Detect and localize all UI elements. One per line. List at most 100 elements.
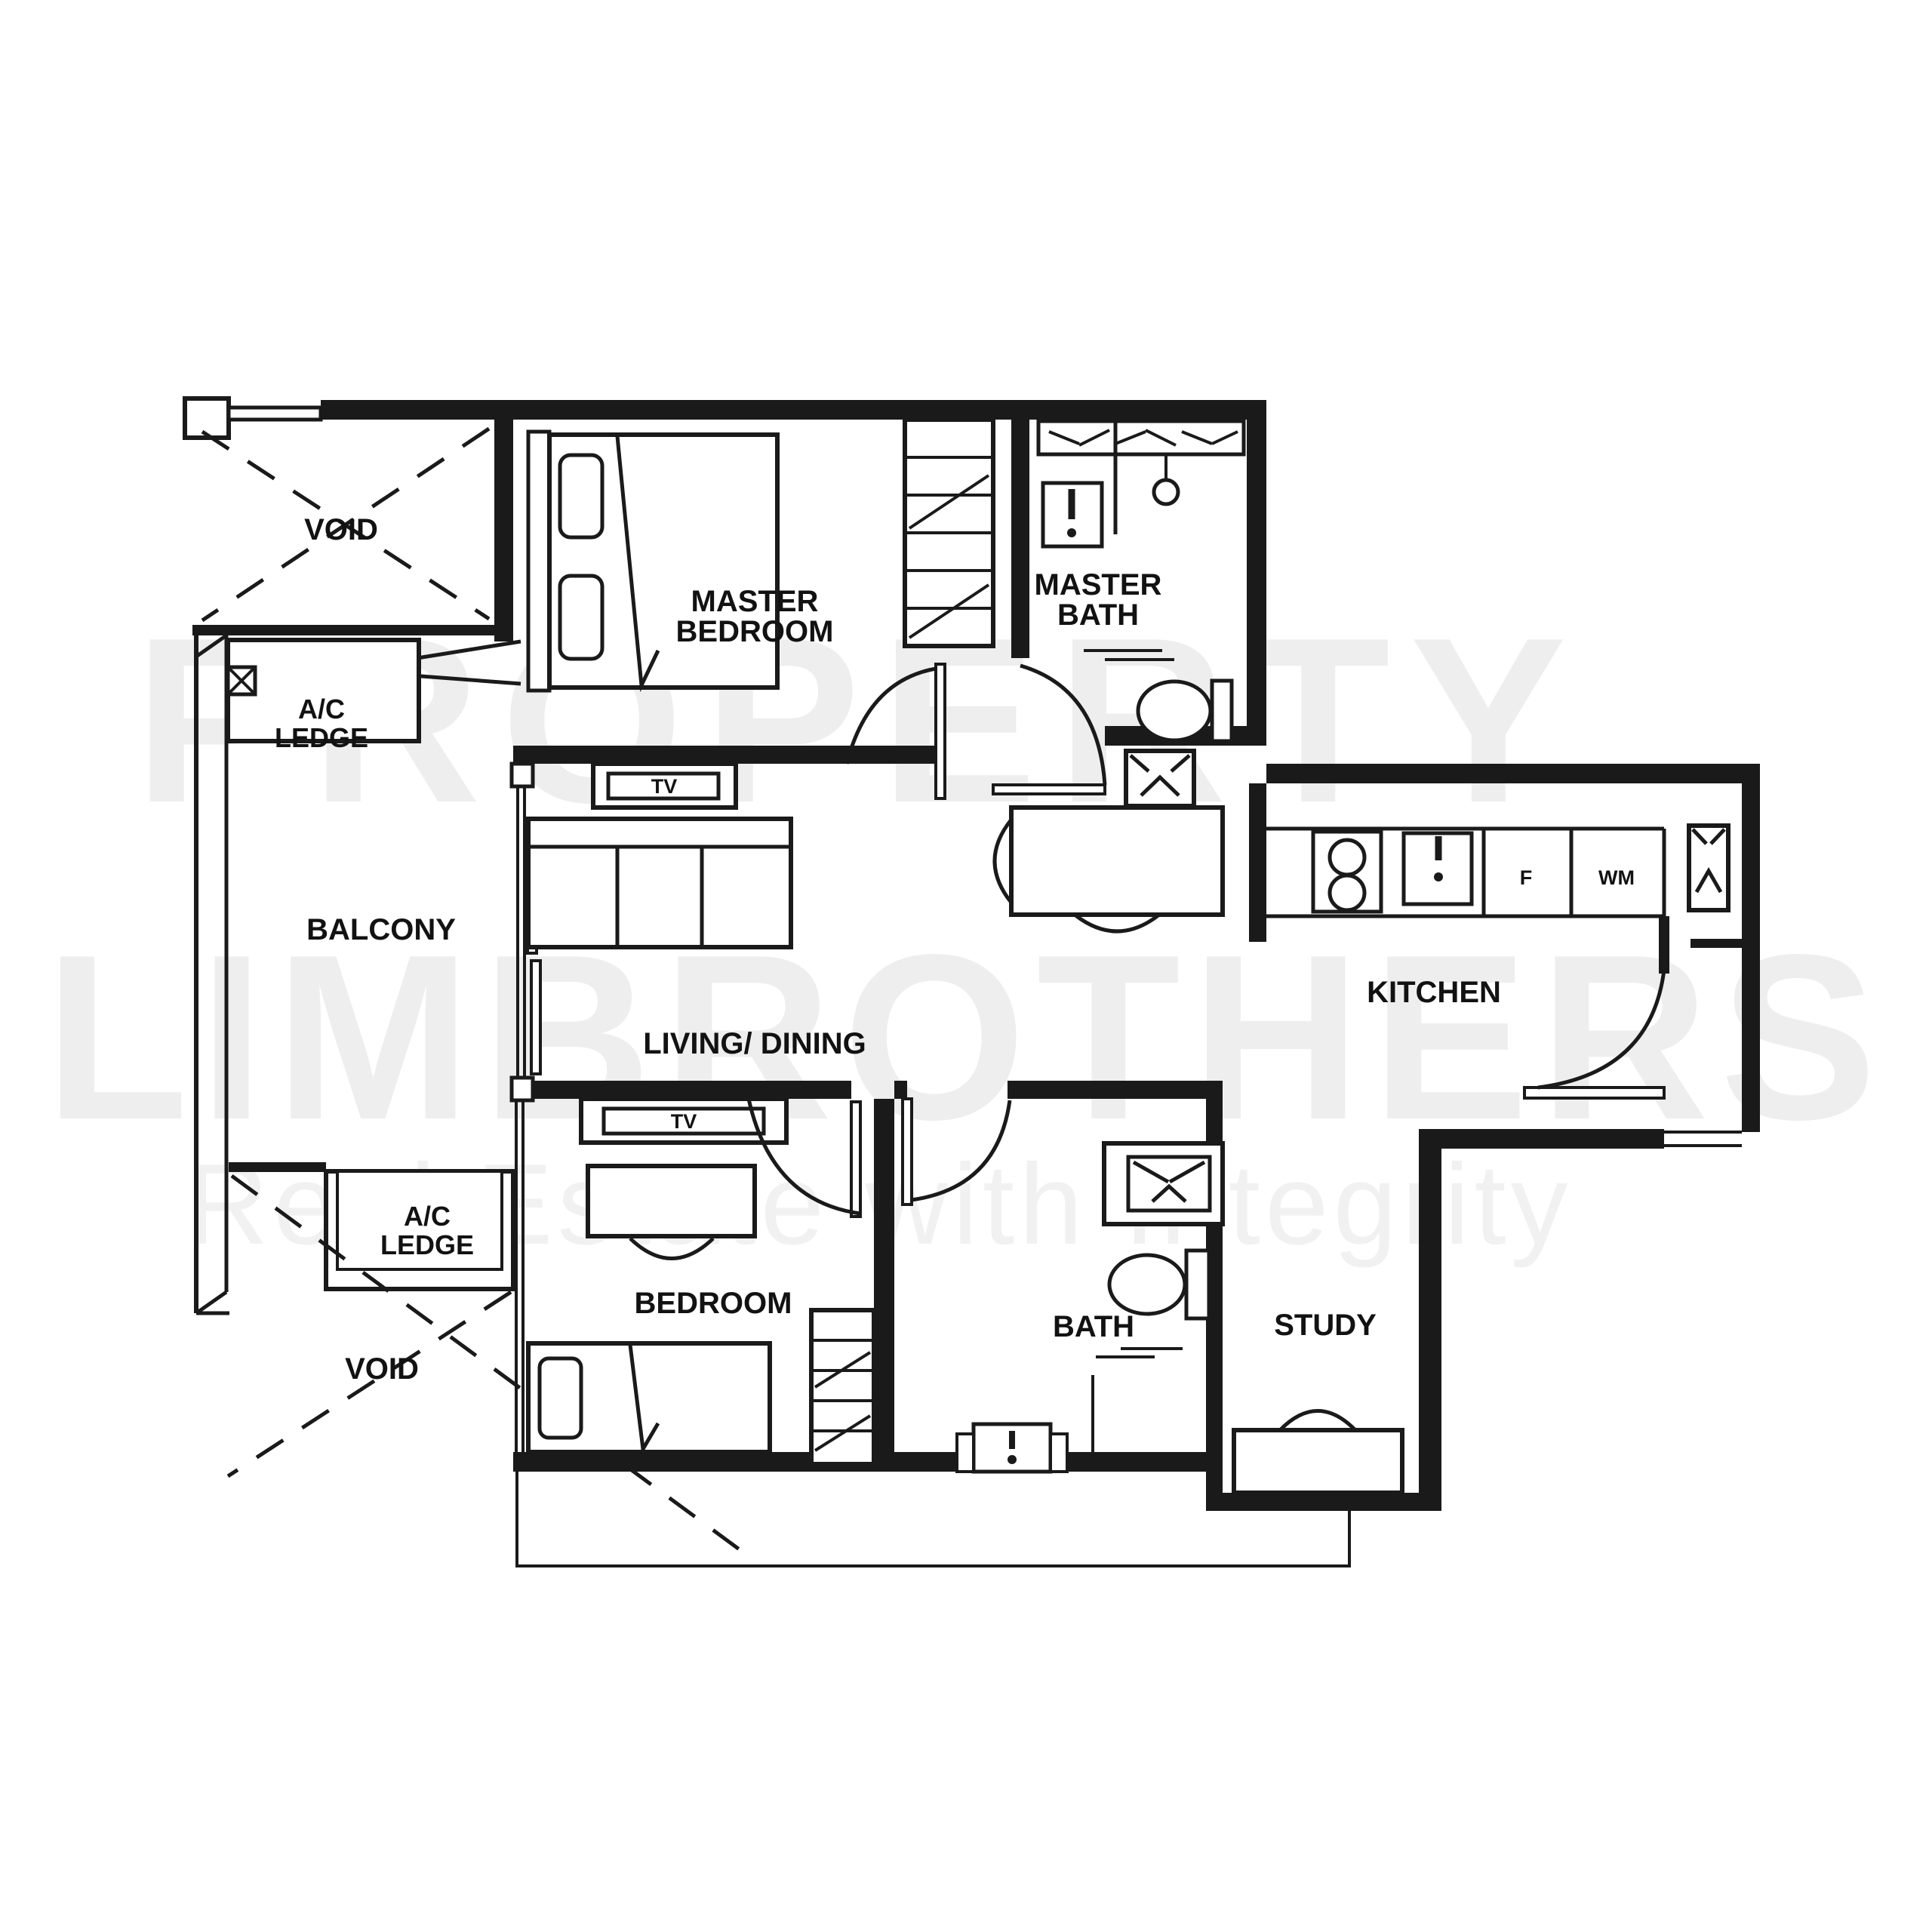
watermark-line2: LIMBROTHERS bbox=[45, 906, 1887, 1169]
ac-ledge-upper-label-2: LEDGE bbox=[275, 722, 368, 753]
kitchen-label: KITCHEN bbox=[1367, 976, 1501, 1009]
entrance-door-leaf bbox=[1523, 1086, 1666, 1100]
ac-ledge-lower-label-1: A/C bbox=[404, 1201, 451, 1232]
balcony-label: BALCONY bbox=[306, 913, 456, 946]
ac-ledge-upper: A/C LEDGE bbox=[226, 638, 421, 753]
master-bedroom-door-arc bbox=[844, 666, 937, 764]
master-bed-headboard bbox=[526, 429, 552, 693]
dining-chair-bottom bbox=[1073, 913, 1161, 934]
tv-living-label: TV bbox=[651, 775, 678, 798]
wall-bath-top-left bbox=[894, 1081, 907, 1099]
bedroom-desk bbox=[586, 1164, 757, 1260]
kitchen-counter bbox=[1266, 826, 1666, 918]
shaft-corridor bbox=[1124, 749, 1196, 808]
wall-void-bottom bbox=[192, 625, 513, 635]
sofa bbox=[526, 817, 793, 949]
dining-chair-left bbox=[992, 818, 1013, 904]
lower-slab-edge bbox=[515, 1472, 1351, 1567]
bedroom-bed bbox=[526, 1341, 772, 1455]
wall-entry-bottom bbox=[1419, 1129, 1664, 1149]
master-bath-towel-rail bbox=[1084, 649, 1174, 661]
kitchen: F WM KITCHEN bbox=[1266, 823, 1730, 1100]
void-upper-label: VOID bbox=[304, 513, 378, 546]
master-bedroom-label-2: BEDROOM bbox=[676, 615, 834, 648]
master-bath-shower-head bbox=[1152, 454, 1180, 506]
bedroom-door-leaf bbox=[850, 1100, 862, 1218]
wall-study-right bbox=[1419, 1132, 1441, 1511]
fridge-label: F bbox=[1520, 866, 1533, 889]
kitchen-sink bbox=[1401, 831, 1474, 906]
wall-kitchen-left bbox=[1249, 783, 1266, 942]
master-bath-door-leaf bbox=[992, 783, 1106, 795]
master-bath-label-1: MASTER bbox=[1035, 568, 1162, 601]
bath-door-arc bbox=[911, 1100, 1012, 1202]
wall-study-bottom bbox=[1206, 1493, 1441, 1511]
study-desk bbox=[1232, 1409, 1404, 1495]
bath: BATH bbox=[901, 1097, 1225, 1474]
void-lower-diagonal-2 bbox=[226, 1290, 512, 1478]
bedroom-door-arc bbox=[746, 1098, 861, 1216]
living-dining-label: LIVING/ DINING bbox=[643, 1027, 866, 1060]
void-lower-label: VOID bbox=[345, 1352, 419, 1386]
wall-bath-top bbox=[1008, 1081, 1223, 1099]
master-bedroom-door-leaf bbox=[934, 663, 946, 800]
wall-right-outer bbox=[1742, 764, 1760, 1132]
balcony-bottom-wall bbox=[229, 1162, 326, 1172]
master-bedroom-label-1: MASTER bbox=[691, 585, 819, 618]
wall-bedroom-bath bbox=[874, 1099, 894, 1464]
bath-label: BATH bbox=[1053, 1310, 1134, 1343]
kitchen-hob bbox=[1311, 829, 1383, 914]
void-upper-diagonal-2 bbox=[201, 426, 491, 623]
study: STUDY bbox=[1232, 1309, 1404, 1495]
bedroom-bed-fold bbox=[628, 1344, 660, 1455]
shaft-kitchen bbox=[1687, 823, 1730, 912]
master-bed-pillow-1 bbox=[558, 453, 605, 540]
master-wardrobe bbox=[903, 417, 995, 648]
bedroom-desk-chair bbox=[629, 1237, 715, 1260]
wall-masterbath-right bbox=[1247, 400, 1266, 746]
entrance-door-arc bbox=[1537, 969, 1666, 1090]
living-dining: TV LIVING/ DINING bbox=[526, 761, 1225, 1060]
master-bath-vanity bbox=[1041, 481, 1104, 549]
bath-door-leaf bbox=[901, 1097, 913, 1206]
wall-entry-jog bbox=[1690, 939, 1742, 948]
ac-ledge-upper-label-1: A/C bbox=[298, 694, 345, 724]
bedroom-label: BEDROOM bbox=[635, 1287, 792, 1320]
tv-bedroom-label: TV bbox=[671, 1110, 697, 1133]
bath-toilet bbox=[1107, 1248, 1211, 1321]
entry-threshold bbox=[1664, 1131, 1742, 1147]
washing-machine-label: WM bbox=[1598, 866, 1635, 889]
dining-table bbox=[992, 805, 1225, 934]
wall-void-masterbedroom bbox=[494, 420, 513, 641]
master-bath: MASTER BATH bbox=[992, 419, 1246, 808]
walls bbox=[192, 400, 1760, 1511]
wall-kitchen-top bbox=[1266, 764, 1760, 783]
wall-masterbath-left bbox=[1011, 420, 1029, 658]
study-label: STUDY bbox=[1274, 1309, 1377, 1342]
bath-towel-rail bbox=[1096, 1347, 1183, 1358]
wall-top bbox=[321, 400, 1266, 420]
ac-ledge-lower: A/C LEDGE bbox=[324, 1169, 515, 1291]
master-bedroom: MASTER BEDROOM bbox=[360, 417, 995, 800]
bedroom-bed-pillow bbox=[537, 1356, 583, 1440]
tv-console-living: TV bbox=[591, 761, 738, 810]
wall-entry-stub bbox=[1659, 916, 1669, 974]
bath-sink bbox=[955, 1422, 1069, 1474]
master-bath-louvre-window bbox=[1036, 419, 1246, 457]
wall-masterbedroom-south bbox=[513, 746, 936, 764]
wall-living-bedroom bbox=[513, 1081, 851, 1099]
master-bath-toilet bbox=[1136, 678, 1234, 743]
study-chair bbox=[1278, 1409, 1357, 1432]
bedroom: TV BEDROOM bbox=[515, 1097, 876, 1466]
master-bath-label-2: BATH bbox=[1057, 598, 1139, 632]
master-bath-door-arc bbox=[1020, 663, 1107, 786]
ac-ledge-lower-label-2: LEDGE bbox=[380, 1229, 474, 1260]
top-left-window bbox=[183, 396, 323, 440]
entrance-door bbox=[1523, 969, 1666, 1100]
master-bed-pillow-2 bbox=[558, 574, 605, 661]
void-upper: VOID bbox=[201, 426, 491, 623]
bedroom-wardrobe bbox=[809, 1308, 876, 1466]
